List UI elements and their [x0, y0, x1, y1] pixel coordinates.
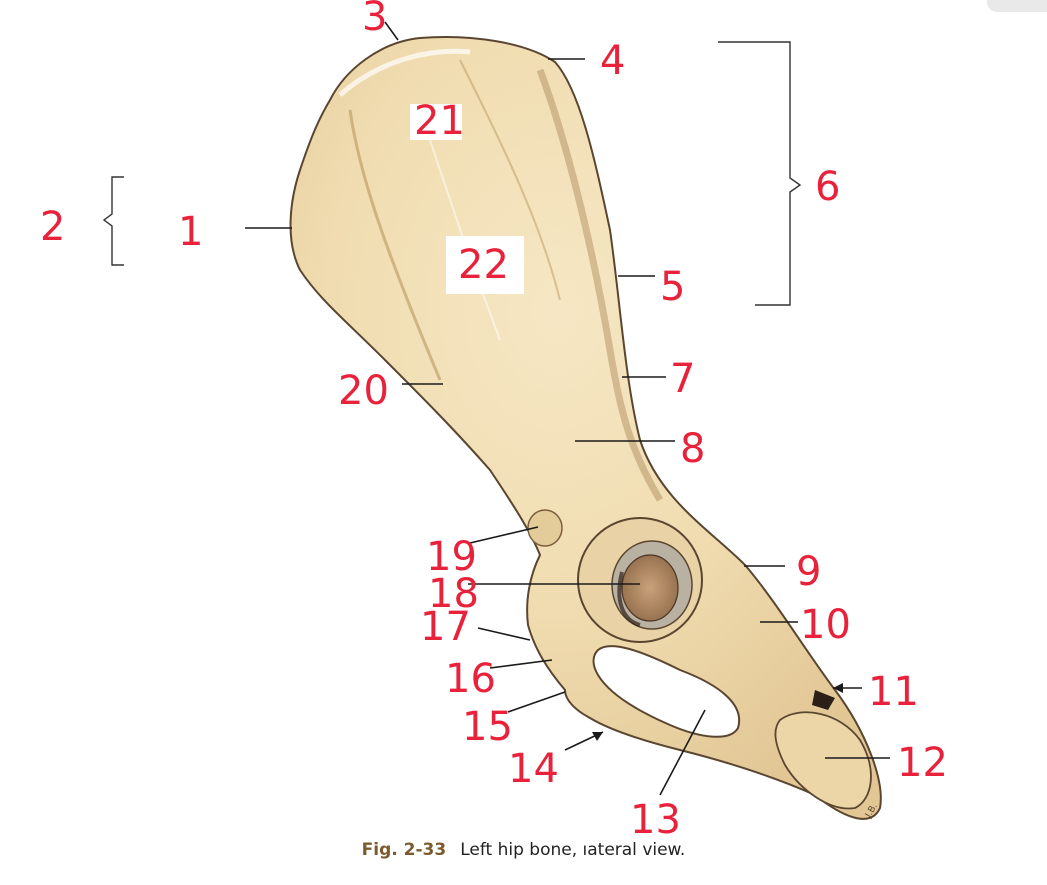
label-8: 8	[680, 426, 705, 472]
label-patch-21	[410, 104, 462, 140]
bracket-2	[102, 176, 124, 266]
label-20: 20	[338, 368, 389, 414]
bracket-6	[718, 41, 802, 306]
label-14: 14	[508, 746, 559, 792]
figure-caption: Fig. 2-33 Left hip bone, ıateral view.	[0, 840, 1047, 860]
label-4: 4	[600, 38, 625, 84]
label-15: 15	[462, 704, 513, 750]
leader-15	[507, 691, 566, 713]
figure-number: Fig. 2-33	[361, 840, 447, 860]
leader-lines	[245, 21, 890, 796]
hip-bone-outline	[289, 36, 882, 820]
leader-19	[469, 526, 539, 544]
label-22: 22	[458, 242, 509, 288]
label-16: 16	[445, 656, 496, 702]
label-5: 5	[660, 264, 685, 310]
label-9: 9	[796, 549, 821, 595]
label-18: 18	[428, 571, 479, 617]
label-7: 7	[670, 356, 695, 402]
label-11: 11	[868, 669, 919, 715]
leader-16	[489, 659, 553, 669]
label-3: 3	[362, 0, 387, 40]
label-13: 13	[630, 797, 681, 843]
label-17: 17	[420, 604, 471, 650]
acetabulum	[577, 517, 703, 643]
label-2: 2	[40, 204, 65, 250]
label-1: 1	[178, 209, 203, 255]
label-21: 21	[414, 98, 465, 144]
label-19: 19	[426, 534, 477, 580]
leader-13	[659, 709, 706, 796]
labels: 1 2 3 4 5 6 7 8 9 10 11 12 13 14 15 16 1…	[40, 0, 948, 843]
leader-17	[477, 627, 531, 641]
label-6: 6	[815, 164, 840, 210]
figure-caption-text: Left hip bone, ıateral view.	[460, 840, 686, 860]
leader-3	[384, 21, 399, 41]
bone-illustration: J.B.	[289, 36, 882, 820]
label-10: 10	[800, 602, 851, 648]
label-12: 12	[897, 740, 948, 786]
corner-tab	[987, 0, 1047, 12]
label-patch-22	[446, 236, 524, 294]
